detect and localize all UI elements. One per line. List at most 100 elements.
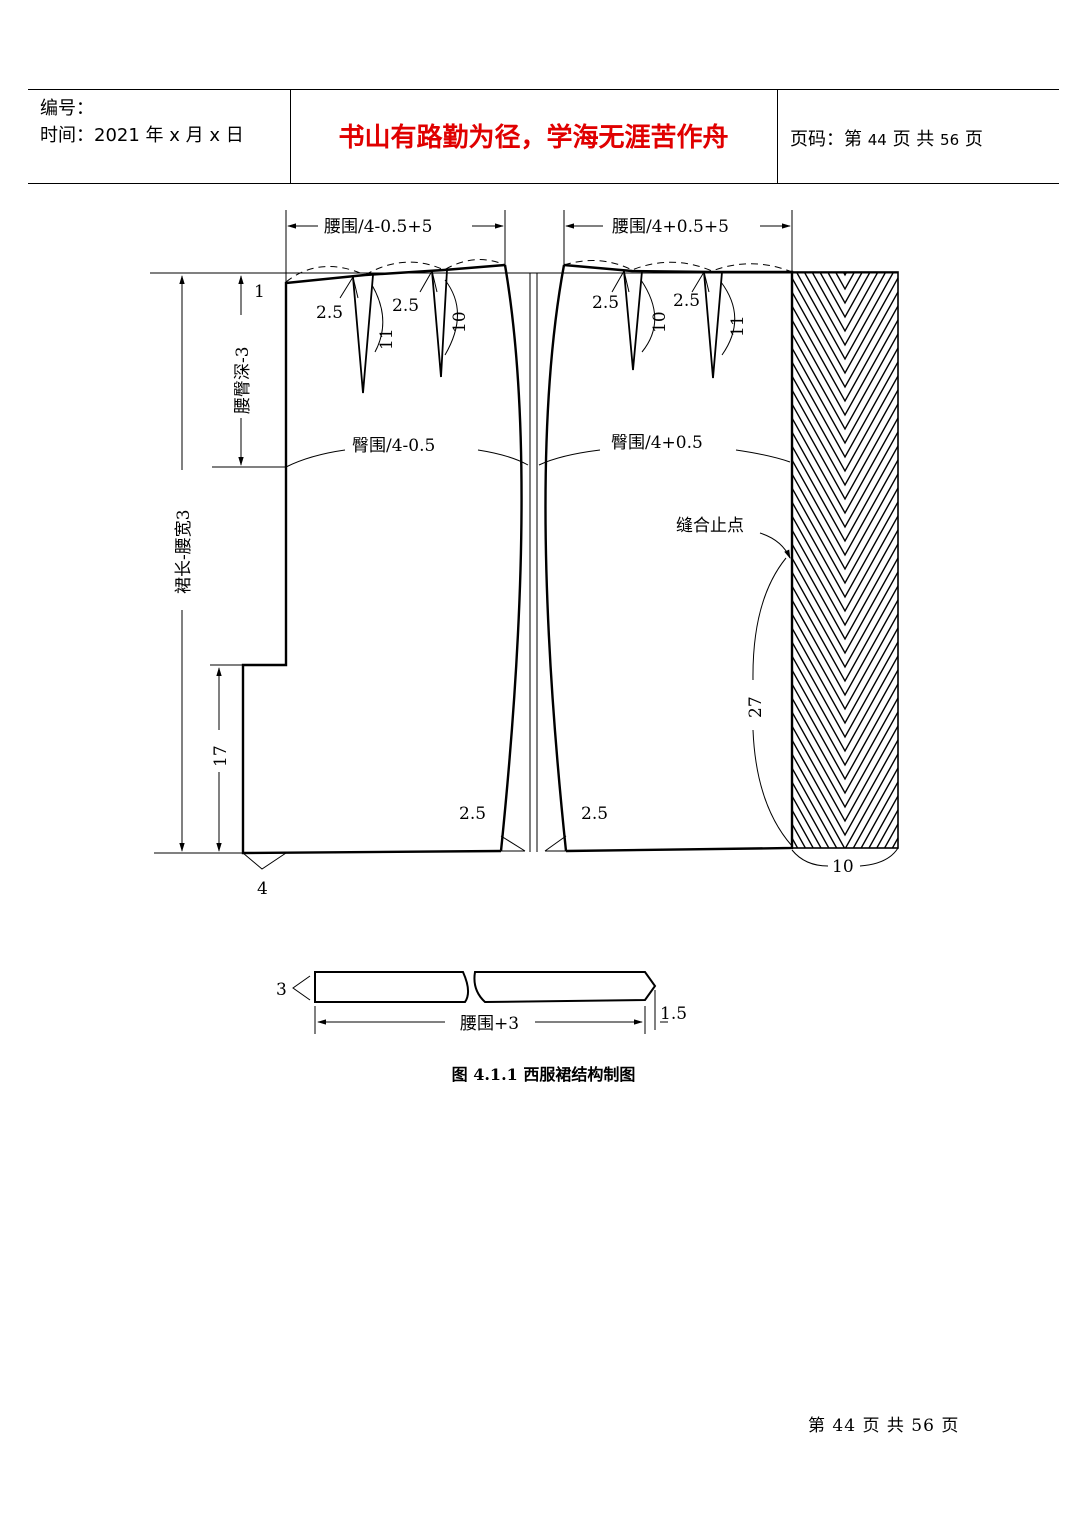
back-dart-1 [352, 274, 374, 394]
page-suffix: 页 [964, 129, 983, 150]
hatch-line [795, 272, 895, 361]
hatch-line [792, 767, 898, 848]
hatch-line [792, 403, 898, 501]
page-current: 44 [867, 131, 887, 149]
hatch-line [792, 683, 898, 781]
figure-caption: 图 4.1.1 西服裙结构制图 [451, 1065, 636, 1084]
back-dart-2 [431, 269, 448, 378]
label-waist-back: 腰围/4-0.5+5 [324, 217, 432, 237]
label-dim-1: 1 [254, 282, 265, 302]
hatch-line [792, 627, 898, 725]
hatch-line [792, 417, 898, 515]
hatch-line [792, 277, 898, 375]
hatch-line [792, 445, 898, 543]
footer-suffix: 页 [941, 1416, 960, 1436]
label-dart-width: 2.5 [392, 296, 419, 316]
hatch-line [792, 473, 898, 571]
hatch-line [792, 501, 898, 599]
hatch-line [842, 272, 848, 277]
hatch-line [792, 725, 898, 823]
back-panel-outline [241, 263, 506, 855]
label-dart-length: 10 [650, 311, 670, 333]
page-total: 56 [940, 131, 960, 149]
hatch-line [819, 272, 871, 319]
hatch-line [792, 459, 898, 557]
hatch-line [792, 837, 898, 848]
document-header: 编号： 时间：2021 年 x 月 x 日 书山有路勤为径，学海无涯苦作舟 页码… [28, 89, 1059, 184]
page-prefix: 页码：第 [790, 129, 862, 150]
doc-time-label: 时间：2021 年 x 月 x 日 [40, 125, 244, 146]
label-waist-front: 腰围/4+0.5+5 [612, 217, 729, 237]
hatch-line [834, 272, 856, 291]
label-dart-width: 2.5 [592, 293, 619, 313]
label-dart-length: 11 [377, 328, 397, 350]
label-hem-right: 2.5 [581, 804, 608, 824]
label-dart-width: 2.5 [316, 303, 343, 323]
waistband-right [473, 971, 657, 1004]
hatch-line [792, 389, 898, 487]
front-extension-hatch [792, 272, 898, 989]
label-dart-length: 10 [450, 311, 470, 333]
front-panel-outline [563, 263, 794, 853]
skirt-pattern-diagram: 腰围/4-0.5+5 腰围/4+0.5+5 1 2.5 2.5 2.5 2.5 … [150, 210, 899, 1034]
hatch-line [792, 487, 898, 585]
front-dart-1 [623, 270, 643, 371]
label-dart-width: 2.5 [673, 291, 700, 311]
footer-current: 44 [832, 1416, 857, 1436]
page-footer: 第 44 页 共 56 页 [808, 1411, 959, 1436]
hatch-line [792, 795, 898, 848]
back-side-seam [499, 264, 523, 852]
label-band-1-5: 1.5 [660, 1004, 687, 1024]
hatch-line [792, 894, 898, 989]
label-dim-10-hem: 10 [832, 857, 854, 877]
footer-mid: 页 共 [862, 1416, 905, 1436]
label-skirt-length: 裙长-腰宽3 [174, 509, 194, 594]
hatch-line [792, 431, 898, 529]
hatch-line [792, 571, 898, 669]
hatch-line [792, 655, 898, 753]
hatch-line [826, 272, 864, 305]
hatch-line [792, 333, 898, 431]
label-dim-27: 27 [746, 696, 766, 718]
hatch-line [792, 347, 898, 445]
doc-number-label: 编号： [40, 98, 94, 119]
hatch-line [792, 515, 898, 613]
label-band-3: 3 [276, 980, 287, 1000]
header-divider [290, 90, 291, 183]
hatch-line [792, 319, 898, 417]
footer-total: 56 [911, 1416, 935, 1436]
front-side-seam [544, 264, 568, 852]
hatch-line [811, 272, 879, 333]
header-page-number: 页码：第 44 页 共 56 页 [790, 125, 983, 151]
front-dart-2 [703, 271, 723, 379]
header-motto: 书山有路勤为径，学海无涯苦作舟 [338, 123, 729, 153]
hatch-line [792, 739, 898, 837]
label-dim-4: 4 [257, 879, 268, 899]
hatch-line [792, 669, 898, 767]
label-stop-point: 缝合止点 [676, 516, 744, 536]
hatch-line [803, 272, 887, 347]
hatch-line [792, 711, 898, 809]
label-vent-17: 17 [211, 745, 231, 767]
label-hip-depth: 腰臀深-3 [233, 346, 253, 414]
label-hip-back: 臀围/4-0.5 [352, 436, 435, 456]
hatch-line [792, 529, 898, 627]
hatch-line [792, 361, 898, 459]
hatch-line [792, 697, 898, 795]
label-hem-left: 2.5 [459, 804, 486, 824]
hatch-line [792, 880, 898, 975]
hatch-line [792, 375, 898, 473]
hatch-line [792, 641, 898, 739]
hatch-line [792, 809, 898, 848]
header-divider [777, 90, 778, 183]
footer-prefix: 第 [808, 1416, 826, 1436]
hatch-line [792, 585, 898, 683]
hatch-line [792, 557, 898, 655]
hatch-line [792, 753, 898, 848]
waistband-left [314, 971, 469, 1003]
hatch-line [792, 613, 898, 711]
label-band-length: 腰围+3 [460, 1014, 519, 1034]
label-dart-length: 11 [728, 315, 748, 337]
hatch-line [792, 781, 898, 848]
hatch-line [792, 291, 898, 389]
